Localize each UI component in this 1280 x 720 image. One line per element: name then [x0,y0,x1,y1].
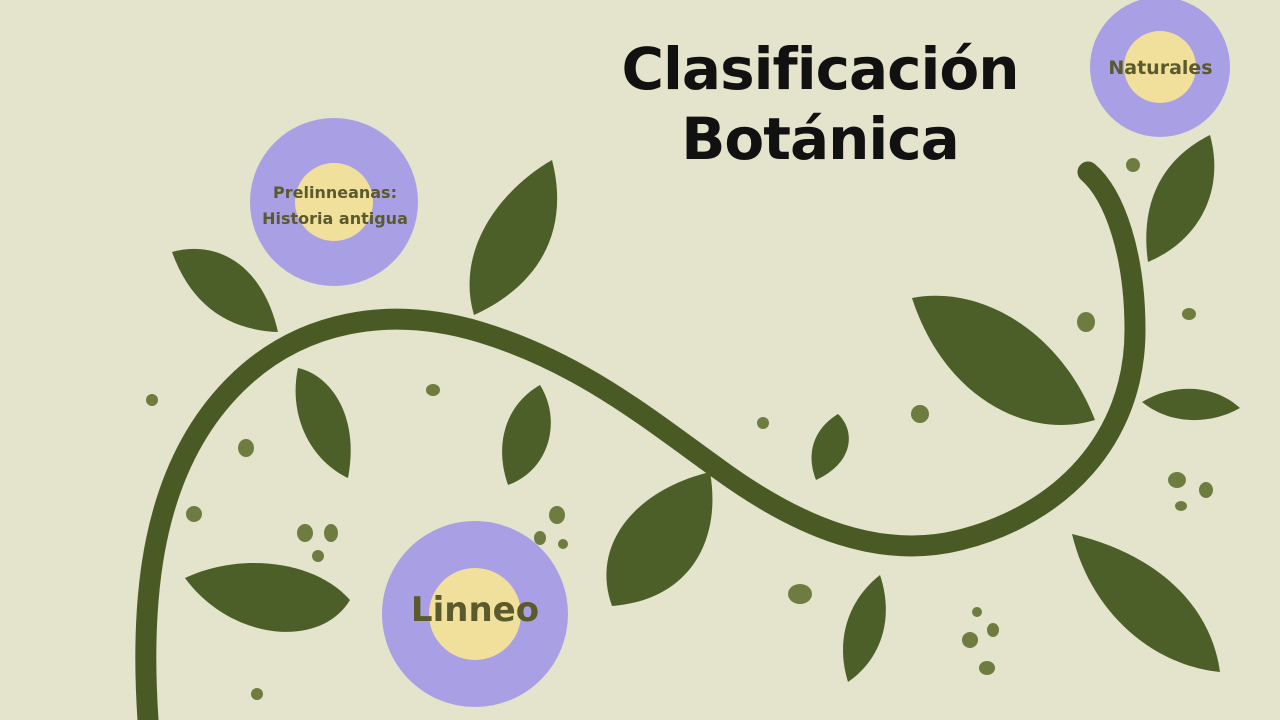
seed-dot [251,688,263,700]
seed-dot [1199,482,1213,498]
leaf [843,575,886,682]
node-label-linneo[interactable]: Linneo [410,590,540,630]
seed-dot [238,439,254,457]
seed-dot [911,405,929,423]
vine-stem [135,161,1146,720]
flower-naturales[interactable] [1090,0,1230,137]
leaf [172,248,278,332]
title-line-1: Clasificación [621,35,1019,103]
title-line-2: Botánica [681,105,960,173]
seed-dot [312,550,324,562]
leaf [811,414,849,480]
flower-linneo[interactable] [382,521,568,707]
leaf [185,562,350,632]
flower-prelinneanas[interactable] [250,118,418,286]
node-label-prelinneanas-line2: Historia antigua [262,209,408,228]
node-label-prelinneanas-line1: Prelinneanas: [273,183,397,202]
seed-dot [1126,158,1140,172]
seed-dot [534,531,546,545]
seed-dot [962,632,978,648]
seed-dot [1175,501,1187,511]
seed-dot [549,506,565,524]
seed-dot [979,661,995,675]
seed-dot [1077,312,1095,332]
seed-dot [297,524,313,542]
leaf [606,472,713,606]
leaf [295,368,351,478]
seed-dot [788,584,812,604]
seed-dot [987,623,999,637]
leaf [912,295,1095,425]
node-label-naturales[interactable]: Naturales [1108,57,1213,79]
leaf [1142,388,1240,421]
page-title: Clasificación Botánica [560,34,1080,174]
leaf [469,160,558,315]
node-label-prelinneanas[interactable]: Prelinneanas: Historia antigua [240,180,430,232]
seed-dot [324,524,338,542]
seed-dot [757,417,769,429]
leaf [1146,135,1215,262]
seed-dot [1168,472,1186,488]
seed-dot [558,539,568,549]
seed-dot [1182,308,1196,320]
seed-dot [426,384,440,396]
leaf [1072,534,1220,672]
seed-dot [186,506,202,522]
seed-dot [972,607,982,617]
leaf [502,385,551,485]
seed-dot [146,394,158,406]
